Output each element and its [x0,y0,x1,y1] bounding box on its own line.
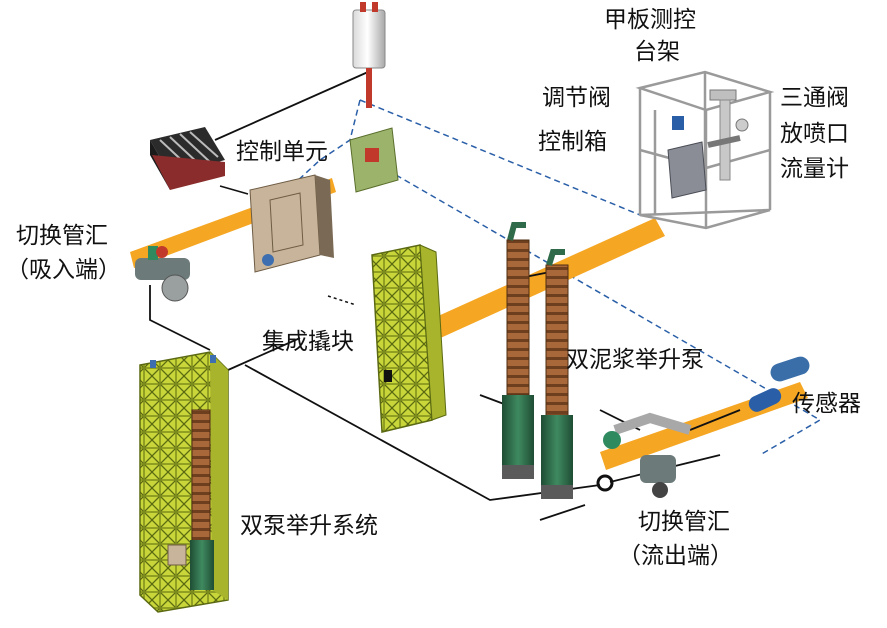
label-dual-pump-system: 双泵举升系统 [240,513,378,539]
label-flow-meter: 流量计 [780,156,849,182]
label-integrated-skid: 集成撬块 [262,329,354,355]
top-canister [352,2,386,108]
label-outflow-manifold-line1: 切换管汇 [638,509,730,535]
skid-arrow [327,295,357,306]
control-unit-box [349,127,399,193]
label-control-valve: 调节阀 [542,85,611,111]
label-spray-outlet: 放喷口 [780,121,849,147]
electrical-cabinet [249,174,334,273]
label-control-box: 控制箱 [538,129,607,155]
control-unit-arrow [219,185,249,195]
control-unit-panel [150,127,225,190]
label-three-way-valve: 三通阀 [780,85,849,111]
deck-control-frame [635,70,775,230]
label-control-unit: 控制单元 [236,139,328,165]
label-deck-frame-line2: 台架 [634,39,680,65]
label-suction-manifold-line1: 切换管汇 [16,223,108,249]
deck-frame-equipment [667,89,749,199]
suction-manifold-equipment [135,246,190,302]
label-dual-slurry-pump: 双泥浆举升泵 [566,347,704,373]
dual-pump-lift-frame [139,351,229,613]
outflow-manifold-equipment [596,412,692,498]
dual-slurry-pumps [502,222,573,499]
label-outflow-manifold-line2: （流出端） [618,543,733,569]
label-suction-manifold-line2: （吸入端） [6,257,121,283]
label-deck-frame-line1: 甲板测控 [604,7,696,33]
sensors [748,356,810,412]
label-sensor: 传感器 [792,391,861,417]
integrated-skid-frame [371,244,447,433]
